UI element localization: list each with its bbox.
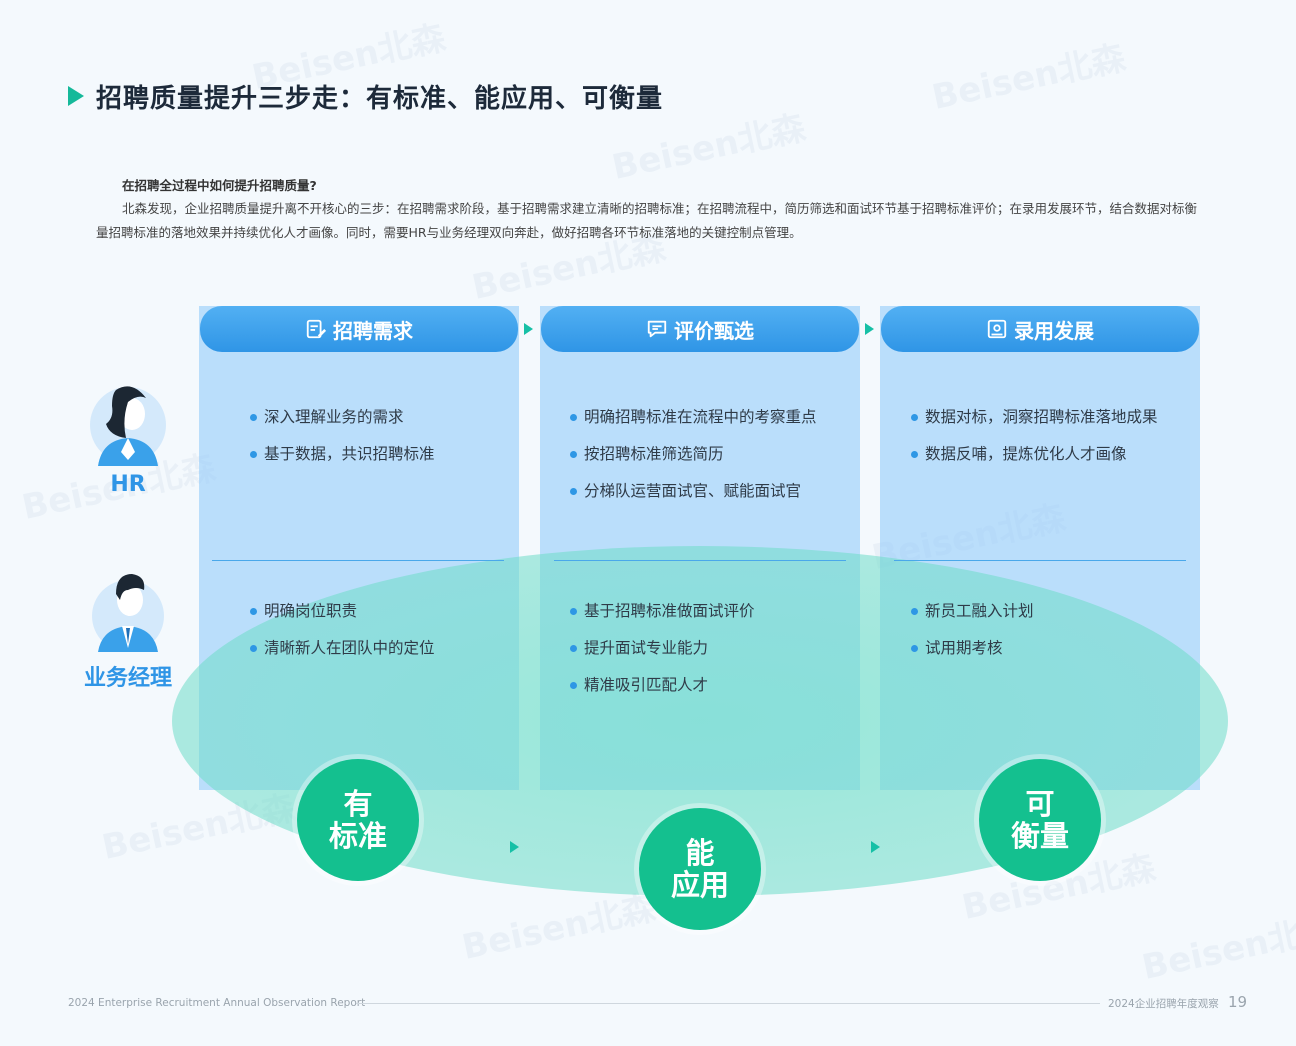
list-item: 明确招聘标准在流程中的考察重点 [570, 406, 817, 443]
step-label: 应用 [670, 868, 729, 902]
step-circle-standard: 有 标准 [297, 759, 419, 881]
step-label: 可 [1025, 787, 1055, 821]
manager-list-demand: 明确岗位职责 清晰新人在团队中的定位 [250, 600, 435, 674]
list-item: 提升面试专业能力 [570, 637, 755, 674]
step-circle-measure: 可 衡量 [979, 759, 1101, 881]
column-header-label: 录用发展 [1014, 318, 1094, 343]
column-header-onboarding: 录用发展 [881, 306, 1199, 352]
list-item: 新员工融入计划 [911, 600, 1034, 637]
intro-question: 在招聘全过程中如何提升招聘质量? [122, 178, 317, 193]
list-item: 深入理解业务的需求 [250, 406, 435, 443]
hr-list-evaluation: 明确招聘标准在流程中的考察重点 按招聘标准筛选简历 分梯队运营面试官、赋能面试官 [570, 406, 817, 517]
document-edit-icon [306, 319, 327, 339]
hr-avatar-icon [90, 386, 166, 466]
step-circle-apply: 能 应用 [639, 808, 761, 930]
role-label-manager: 业务经理 [83, 666, 172, 691]
list-item: 试用期考核 [911, 637, 1034, 674]
role-label-hr: HR [110, 472, 146, 497]
step-label: 标准 [328, 819, 387, 853]
divider [212, 560, 504, 561]
footer-divider [356, 1003, 1100, 1004]
list-item: 分梯队运营面试官、赋能面试官 [570, 480, 817, 517]
list-item: 清晰新人在团队中的定位 [250, 637, 435, 674]
watermark: Beisen北森 [1138, 907, 1296, 988]
footer-report-title-cn: 2024企业招聘年度观察 [1108, 998, 1219, 1010]
hr-list-demand: 深入理解业务的需求 基于数据，共识招聘标准 [250, 406, 435, 480]
certificate-icon [987, 319, 1007, 339]
divider [894, 560, 1186, 561]
footer-report-title: 2024 Enterprise Recruitment Annual Obser… [68, 997, 366, 1009]
column-header-label: 评价甄选 [674, 318, 754, 343]
list-item: 精准吸引匹配人才 [570, 674, 755, 711]
step-label: 衡量 [1010, 819, 1069, 853]
column-header-label: 招聘需求 [333, 318, 413, 343]
manager-list-evaluation: 基于招聘标准做面试评价 提升面试专业能力 精准吸引匹配人才 [570, 600, 755, 711]
watermark: Beisen北森 [928, 37, 1129, 118]
header-arrow-icon [865, 323, 874, 335]
list-item: 数据对标，洞察招聘标准落地成果 [911, 406, 1158, 443]
column-header-demand: 招聘需求 [200, 306, 518, 352]
header-arrow-icon [524, 323, 533, 335]
step-arrow-icon [510, 841, 519, 853]
step-label: 有 [343, 787, 373, 821]
list-item: 明确岗位职责 [250, 600, 435, 637]
manager-avatar-icon [92, 574, 164, 652]
list-item: 基于招聘标准做面试评价 [570, 600, 755, 637]
title-arrow-icon [68, 86, 84, 106]
list-item: 数据反哺，提炼优化人才画像 [911, 443, 1158, 480]
intro-paragraph: 北森发现，企业招聘质量提升离不开核心的三步：在招聘需求阶段，基于招聘需求建立清晰… [96, 201, 1198, 240]
manager-list-onboarding: 新员工融入计划 试用期考核 [911, 600, 1034, 674]
chat-bubble-icon [647, 320, 667, 338]
list-item: 按招聘标准筛选简历 [570, 443, 817, 480]
page-number: 19 [1228, 993, 1248, 1011]
divider [554, 560, 846, 561]
step-arrow-icon [871, 841, 880, 853]
step-label: 能 [685, 836, 715, 870]
list-item: 基于数据，共识招聘标准 [250, 443, 435, 480]
page-title: 招聘质量提升三步走：有标准、能应用、可衡量 [96, 84, 664, 114]
hr-list-onboarding: 数据对标，洞察招聘标准落地成果 数据反哺，提炼优化人才画像 [911, 406, 1158, 480]
column-header-evaluation: 评价甄选 [541, 306, 859, 352]
